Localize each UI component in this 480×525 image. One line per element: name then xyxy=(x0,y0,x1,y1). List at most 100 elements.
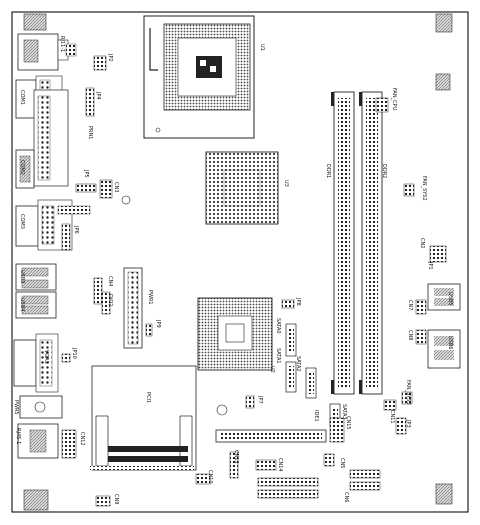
label-u1: U1 xyxy=(259,44,265,51)
label-jp8: JP8 xyxy=(295,298,301,306)
label-usb6: USB6 xyxy=(447,336,453,350)
cn7-header xyxy=(415,299,427,315)
label-ide1: IDE1 xyxy=(313,410,319,422)
jp-small-header xyxy=(323,453,335,467)
mounting-hole xyxy=(121,195,131,205)
cn10-header xyxy=(195,473,211,485)
label-com3: COM3 xyxy=(19,214,25,229)
label-jp2: JP2 xyxy=(107,54,113,62)
label-cn10: CN10 xyxy=(207,470,213,484)
jp4-header xyxy=(85,87,95,117)
label-fan-sys2: FAN_SYS2 xyxy=(421,176,427,201)
label-cn3: CN3 xyxy=(113,182,119,193)
label-cn14: CN14 xyxy=(277,458,283,472)
label-u2: U2 xyxy=(269,366,275,373)
sata-connectors xyxy=(285,323,341,427)
label-pwr: PWR1 xyxy=(147,290,153,305)
usb6-connector xyxy=(427,283,461,311)
cn8-header xyxy=(415,329,427,345)
usb4-connector xyxy=(15,291,57,319)
label-com2: COM2 xyxy=(19,160,25,175)
label-usb4: USB4 xyxy=(19,298,25,312)
label-cn12: CN12 xyxy=(79,432,85,446)
mounting-hole xyxy=(216,404,228,416)
label-jp6: JP6 xyxy=(73,226,79,234)
label-com1: COM1 xyxy=(19,90,25,105)
label-rj45: RJ45-1 xyxy=(15,428,21,445)
dio2-header xyxy=(101,291,111,315)
label-jp10: JP10 xyxy=(71,348,77,359)
label-cn7: CN7 xyxy=(407,300,413,311)
label-prn: PRN1 xyxy=(87,126,93,140)
cn12-header xyxy=(61,429,77,459)
mounting-corners xyxy=(23,13,453,511)
label-jp4: JP4 xyxy=(95,92,101,100)
cn2-header xyxy=(429,245,447,263)
pwr1-connector xyxy=(123,267,143,349)
ddr1-slot xyxy=(331,91,355,395)
label-vga: VGA1 xyxy=(43,350,49,364)
ide1-connector xyxy=(215,429,327,443)
label-sata1: SATA1 xyxy=(275,348,281,364)
pci-slot xyxy=(90,365,197,471)
label-cn4: CN4 xyxy=(107,276,113,287)
label-cn9: CN9 xyxy=(113,494,119,505)
bottom-headers xyxy=(257,469,381,499)
rj45-connector xyxy=(17,423,59,459)
jp8-header xyxy=(281,299,295,309)
com2-connector xyxy=(15,149,35,189)
cn11-header xyxy=(383,399,397,411)
jp9-header xyxy=(145,323,153,337)
cn14-header xyxy=(255,459,277,471)
jp10-header xyxy=(61,353,71,363)
pwr5-connector xyxy=(19,395,63,419)
fan-cpu-header xyxy=(375,97,389,113)
vga-connector xyxy=(13,333,59,393)
fan-sys3-header xyxy=(401,391,413,405)
parallel-port-connector xyxy=(33,89,69,187)
southbridge-chip xyxy=(197,297,273,371)
label-jp9: JP9 xyxy=(155,320,161,328)
label-ddr2: DDR2 xyxy=(381,164,387,179)
label-cn2: CN2 xyxy=(419,238,425,249)
label-usb5: USB5 xyxy=(447,292,453,306)
label-rj11: RJ11-1 xyxy=(59,36,65,53)
label-ddr1: DDR1 xyxy=(325,164,331,179)
cn3-header xyxy=(99,179,113,199)
ddr2-slot xyxy=(359,91,383,395)
cn13-header xyxy=(229,451,239,479)
label-cn5: CN5 xyxy=(339,458,345,469)
label-pwr5: PWR5 xyxy=(13,400,19,415)
label-cn6: CN6 xyxy=(343,492,349,503)
label-pci: PCI1 xyxy=(145,392,151,404)
cpu-socket xyxy=(143,15,255,139)
jp7-header xyxy=(245,395,255,409)
rj11-connector xyxy=(17,33,77,71)
cn9-header xyxy=(95,495,111,507)
com3-connector xyxy=(15,199,91,251)
jp3-header xyxy=(395,417,407,435)
northbridge-chip xyxy=(205,151,279,225)
label-usb3: USB3 xyxy=(19,270,25,284)
label-jp5: JP5 xyxy=(83,170,89,178)
cn15-header xyxy=(329,417,345,443)
label-cn13: CN13 xyxy=(233,450,239,464)
label-fan-sys3: FAN_SYS3 xyxy=(405,380,411,405)
label-cn15: CN15 xyxy=(345,416,351,430)
label-sata2: SATA2 xyxy=(295,356,301,372)
label-u3: U3 xyxy=(283,180,289,187)
jp5-header xyxy=(75,183,97,193)
label-fan-cpu: FAN_CPU xyxy=(391,88,397,111)
label-jp1: JP1 xyxy=(427,262,433,270)
cn4-header xyxy=(93,277,103,305)
usb5-connector xyxy=(427,329,461,369)
jp6-header xyxy=(61,223,71,251)
usb3-connector xyxy=(15,263,57,291)
label-jp7: JP7 xyxy=(257,396,263,404)
label-cn8: CN8 xyxy=(407,330,413,341)
label-sata0: SATA0 xyxy=(275,318,281,334)
label-dio: DIO2 xyxy=(107,294,113,307)
label-jp3: JP3 xyxy=(405,420,411,428)
jp2-header xyxy=(93,55,107,71)
